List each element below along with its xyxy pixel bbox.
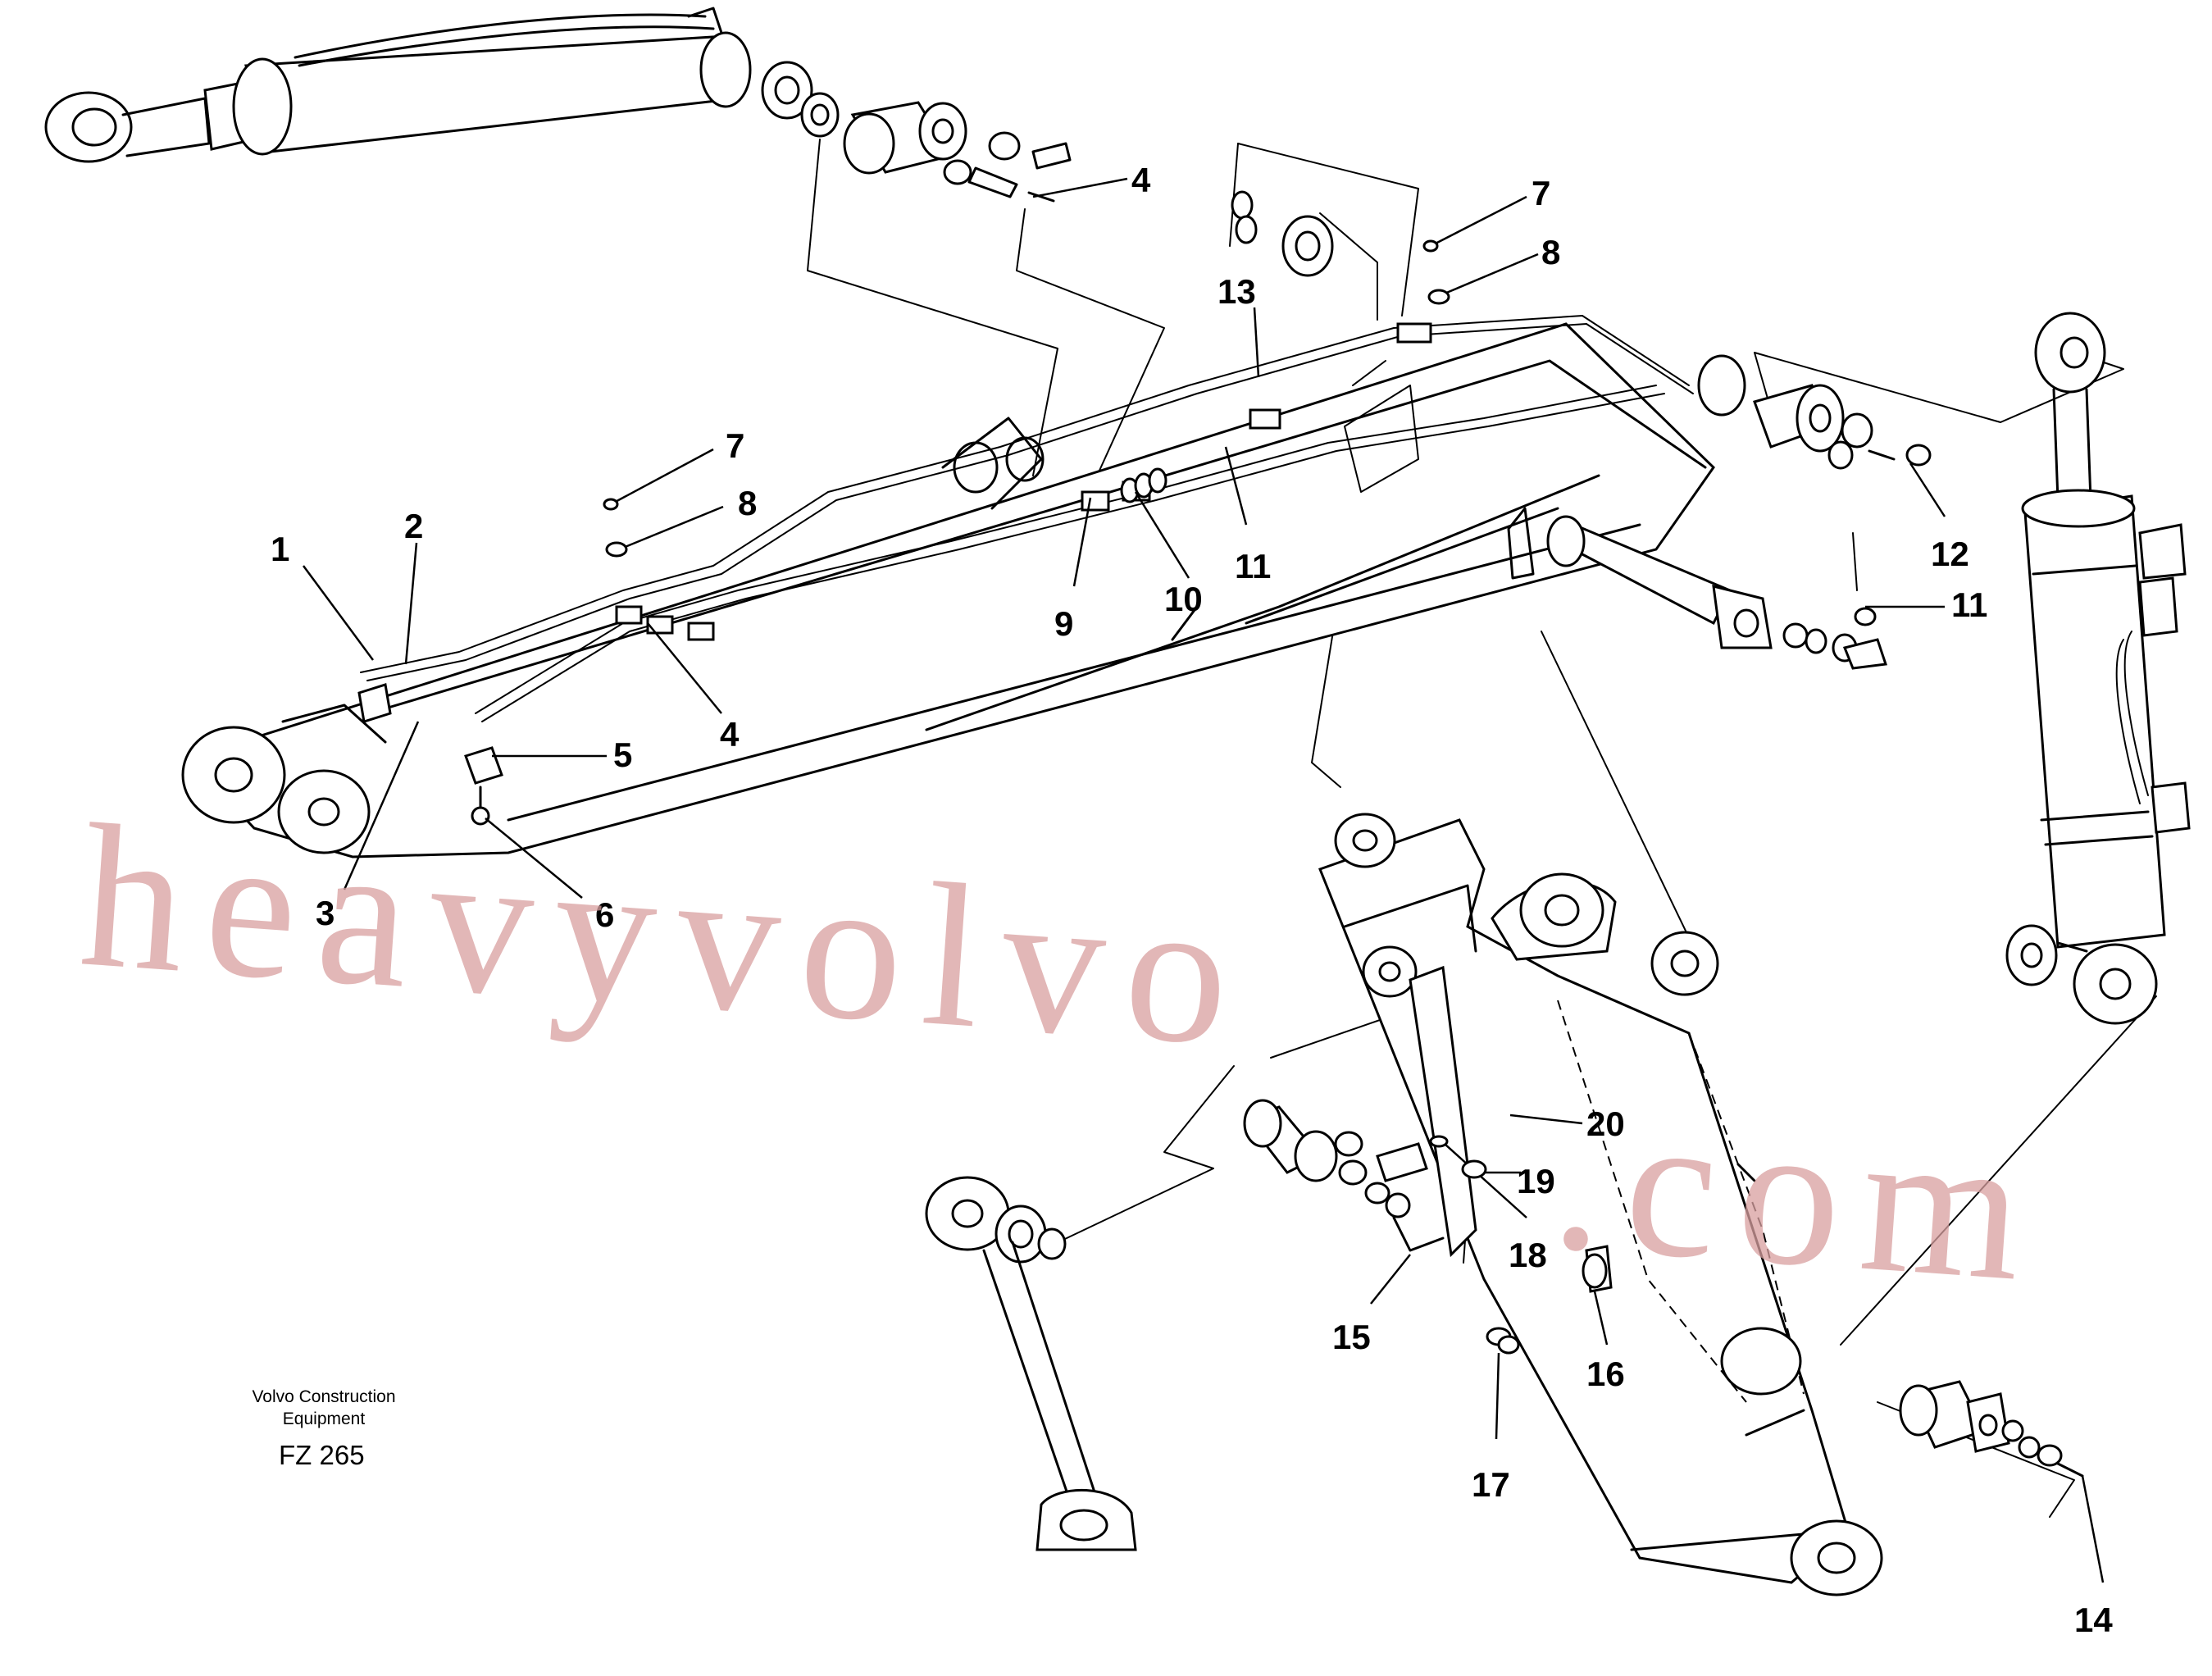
right-vertical-cylinder bbox=[2005, 312, 2191, 1025]
callout-16: 16 bbox=[1586, 1355, 1625, 1393]
callout-7-top: 7 bbox=[1532, 174, 1550, 212]
main-boom bbox=[181, 322, 1715, 858]
callouts: 1 2 3 4 4 5 6 7 8 7 8 9 bbox=[271, 161, 2113, 1639]
callout-8-boom: 8 bbox=[738, 484, 757, 522]
callout-13: 13 bbox=[1218, 272, 1256, 311]
callout-8-top: 8 bbox=[1541, 233, 1560, 271]
callout-17: 17 bbox=[1472, 1465, 1510, 1504]
footer: Volvo Construction Equipment FZ 265 bbox=[252, 1387, 395, 1470]
callout-3: 3 bbox=[316, 894, 335, 932]
callout-4-top: 4 bbox=[1131, 161, 1151, 199]
callout-11-boom: 11 bbox=[1235, 547, 1271, 585]
callout-1: 1 bbox=[271, 530, 289, 568]
figure-code: FZ 265 bbox=[279, 1440, 365, 1470]
callout-19: 19 bbox=[1517, 1162, 1555, 1200]
hydraulic-pipes bbox=[357, 190, 1694, 826]
callout-4-boom: 4 bbox=[720, 715, 740, 754]
callout-9: 9 bbox=[1054, 604, 1073, 643]
watermark-text-domain: .com bbox=[1546, 1065, 2050, 1326]
callout-10: 10 bbox=[1164, 580, 1203, 618]
upper-pin-bracket bbox=[843, 101, 1072, 203]
lower-pin-assembly bbox=[1243, 1099, 1613, 1355]
footer-company-line2: Equipment bbox=[283, 1410, 366, 1428]
callout-11-right: 11 bbox=[1951, 585, 1987, 624]
callout-20: 20 bbox=[1586, 1104, 1625, 1143]
callout-14: 14 bbox=[2074, 1601, 2113, 1639]
callout-7-boom: 7 bbox=[726, 426, 744, 465]
boom-foot-cylinder-mount bbox=[1697, 354, 1932, 470]
callout-15: 15 bbox=[1332, 1318, 1371, 1356]
top-left-hydraulic-cylinder bbox=[44, 7, 840, 163]
lower-linkage-rod bbox=[925, 1176, 1137, 1551]
watermark-text-main: heavyvolvo bbox=[75, 782, 1257, 1091]
callout-12: 12 bbox=[1931, 535, 1969, 573]
footer-company-line1: Volvo Construction bbox=[252, 1387, 395, 1406]
callout-5: 5 bbox=[613, 736, 632, 774]
callout-18: 18 bbox=[1509, 1236, 1547, 1274]
callout-6: 6 bbox=[595, 895, 614, 934]
middle-pin-assembly bbox=[1507, 507, 1888, 670]
lower-right-pin bbox=[1899, 1380, 2084, 1478]
dipper-arm bbox=[1318, 813, 1883, 1596]
callout-2: 2 bbox=[404, 507, 423, 545]
